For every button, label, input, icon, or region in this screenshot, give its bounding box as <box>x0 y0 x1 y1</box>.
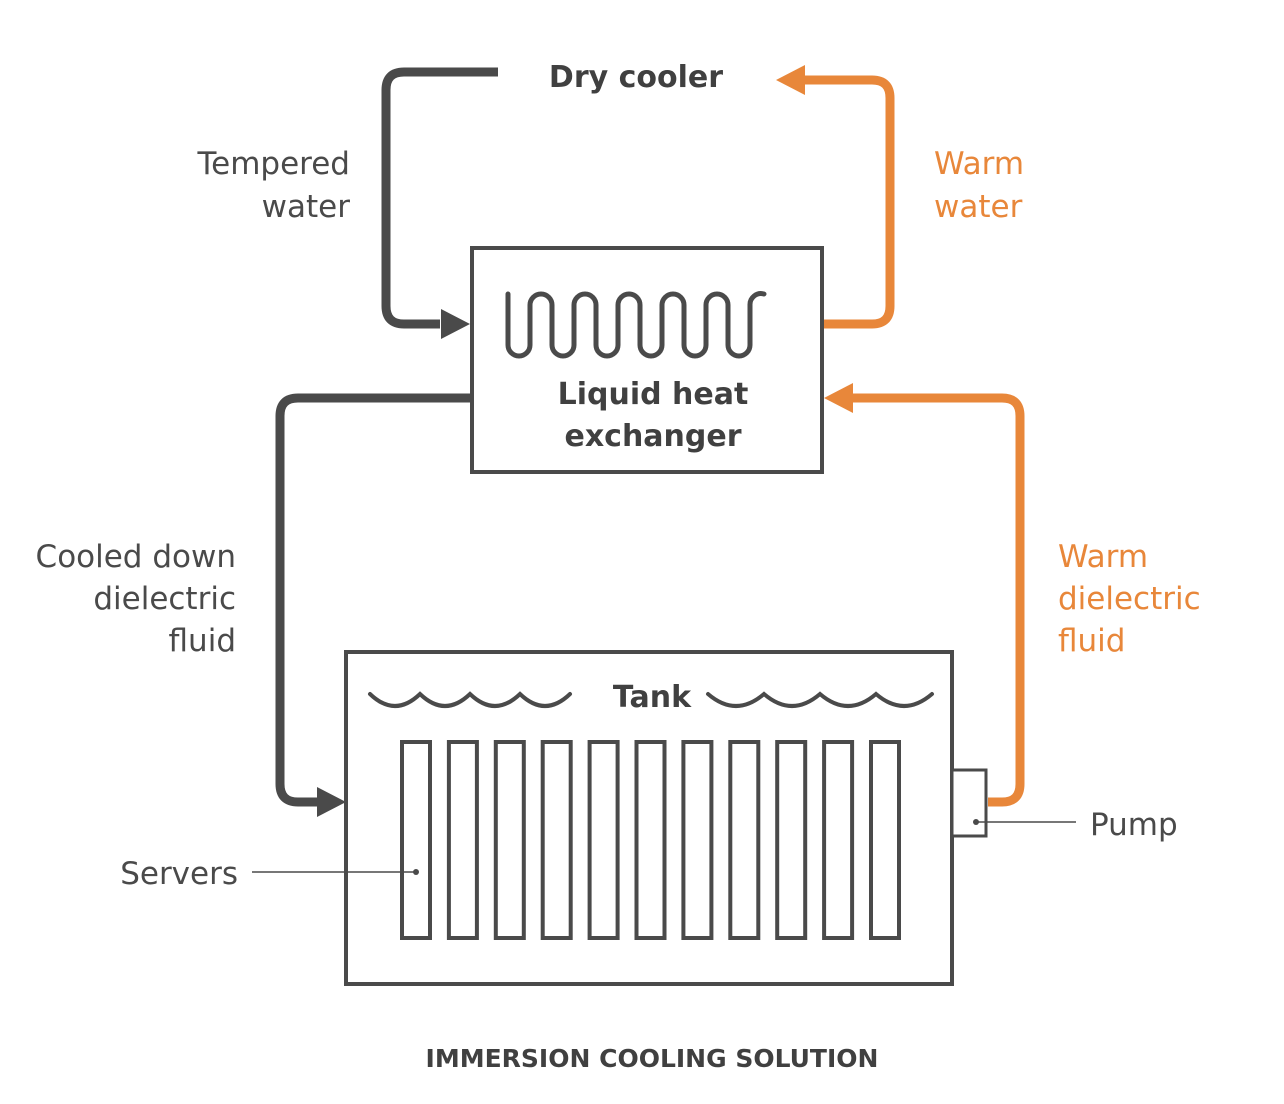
warm-fluid-label-line2: dielectric <box>1058 581 1201 617</box>
server-unit <box>446 740 479 940</box>
warm-water-label-line1: Warm <box>934 146 1024 182</box>
tempered-water-flow <box>381 67 498 339</box>
tempered-water-arrowhead <box>441 309 470 339</box>
heat-exchanger-label-line1: Liquid heat <box>558 377 749 412</box>
server-unit <box>587 740 620 940</box>
warm-water-flow <box>776 65 895 329</box>
server-rack-group <box>400 740 901 940</box>
cooled-fluid-label-line3: fluid <box>169 623 236 659</box>
servers-label: Servers <box>120 856 238 892</box>
pump-box <box>950 768 988 838</box>
tempered-water-label-line2: water <box>262 189 351 225</box>
server-unit <box>822 740 855 940</box>
cooled-fluid-flow <box>275 393 472 817</box>
wave-icon <box>368 691 572 708</box>
pump-leader-dot <box>973 819 979 825</box>
server-unit <box>775 740 808 940</box>
server-unit <box>681 740 714 940</box>
diagram-caption: IMMERSION COOLING SOLUTION <box>426 1044 879 1073</box>
pump-label: Pump <box>1090 807 1178 843</box>
warm-fluid-arrowhead <box>824 383 853 413</box>
warm-water-label-line2: water <box>934 189 1023 225</box>
server-unit <box>869 740 901 940</box>
server-unit <box>493 740 526 940</box>
warm-fluid-flow <box>824 383 1025 807</box>
dry-cooler-label: Dry cooler <box>549 60 723 95</box>
servers-leader-dot <box>413 869 419 875</box>
cooled-fluid-label-line2: dielectric <box>93 581 236 617</box>
warm-water-arrowhead <box>776 65 805 95</box>
server-unit <box>634 740 667 940</box>
tank-label: Tank <box>613 680 692 715</box>
server-unit <box>540 740 573 940</box>
cooled-fluid-label-line1: Cooled down <box>36 539 236 575</box>
wave-icon <box>706 691 934 708</box>
heat-exchanger-label-line2: exchanger <box>564 419 741 454</box>
server-unit <box>728 740 761 940</box>
warm-fluid-label-line3: fluid <box>1058 623 1125 659</box>
warm-fluid-label-line1: Warm <box>1058 539 1148 575</box>
cooled-fluid-arrowhead <box>317 787 346 817</box>
tempered-water-label-line1: Tempered <box>196 146 350 182</box>
coil-icon <box>505 291 767 359</box>
server-unit <box>400 740 432 940</box>
heat-exchanger-box <box>470 246 824 474</box>
